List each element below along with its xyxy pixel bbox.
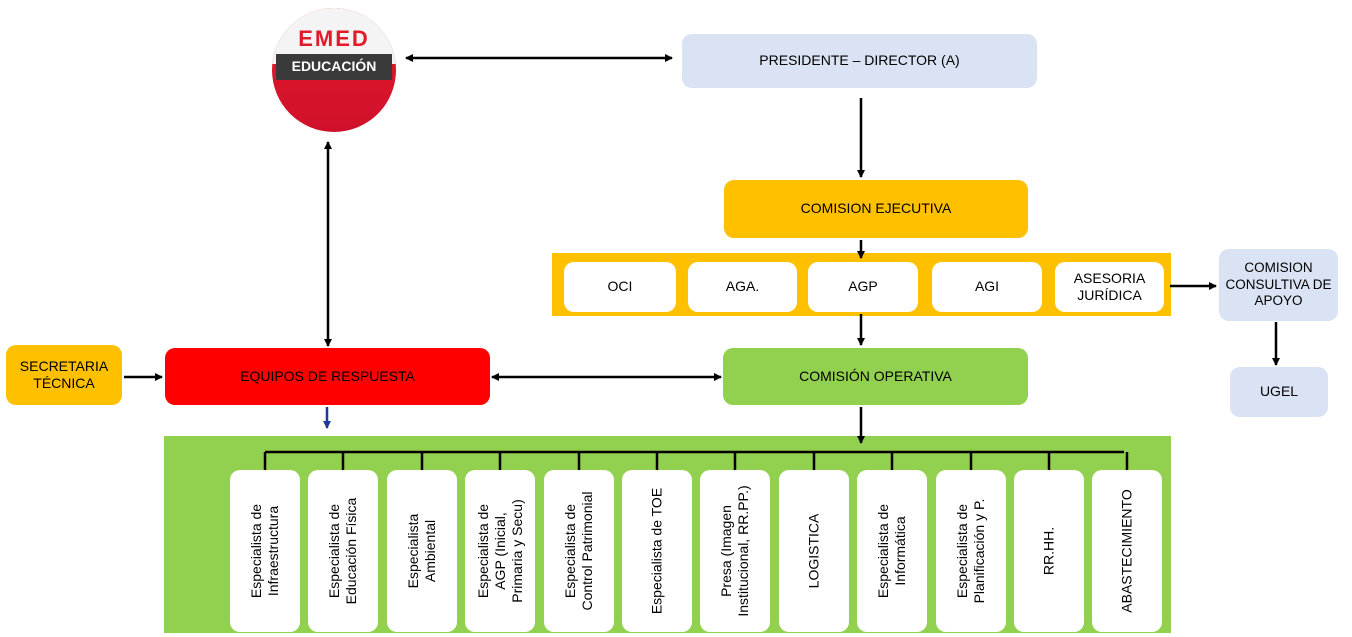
specialist-label: ABASTECIMIENTO — [1118, 489, 1135, 613]
agp-box: AGP — [808, 262, 918, 312]
specialist-label: Especialista Ambiental — [405, 513, 438, 589]
specialist-label: Especialista de AGP (Inicial, Primaria y… — [474, 499, 525, 603]
ugel-box: UGEL — [1230, 367, 1328, 417]
specialist-card: ABASTECIMIENTO — [1092, 470, 1162, 632]
specialist-card: Presa (Imagen Institucional, RR.PP.) — [700, 470, 770, 632]
presidente-box: PRESIDENTE – DIRECTOR (A) — [682, 34, 1037, 88]
specialist-label: LOGISTICA — [805, 513, 822, 589]
specialist-label: Especialista de TOE — [648, 487, 665, 615]
specialist-card: Especialista de Control Patrimonial — [544, 470, 614, 632]
comision-operativa-box: COMISIÓN OPERATIVA — [723, 348, 1028, 405]
specialist-card: Especialista de AGP (Inicial, Primaria y… — [465, 470, 535, 632]
specialist-card: LOGISTICA — [779, 470, 849, 632]
specialist-card: Especialista de Planificación y P. — [936, 470, 1006, 632]
specialist-card: Especialista de Educación Física — [308, 470, 378, 632]
specialist-card: RR.HH. — [1014, 470, 1084, 632]
specialist-label: Especialista de Control Patrimonial — [562, 491, 595, 611]
oci-box: OCI — [564, 262, 676, 312]
logo-subtitle: EDUCACIÓN — [291, 58, 377, 74]
specialist-label: Especialista de Educación Física — [326, 497, 359, 605]
emed-logo: EMED EDUCACIÓN — [272, 8, 396, 132]
specialist-card: Especialista de TOE — [622, 470, 692, 632]
equipos-respuesta-box: EQUIPOS DE RESPUESTA — [165, 348, 490, 405]
specialist-card: Especialista Ambiental — [387, 470, 457, 632]
specialist-card: Especialista de Informática — [857, 470, 927, 632]
specialist-label: Especialista de Informática — [875, 503, 908, 599]
aga-box: AGA. — [688, 262, 797, 312]
specialist-label: Especialista de Planificación y P. — [954, 498, 987, 604]
specialist-label: RR.HH. — [1040, 526, 1057, 576]
specialist-label: Presa (Imagen Institucional, RR.PP.) — [718, 485, 751, 617]
asesoria-juridica-box: ASESORIA JURÍDICA — [1055, 262, 1164, 312]
comision-ejecutiva-box: COMISION EJECUTIVA — [724, 180, 1028, 238]
specialist-label: Especialista de Infraestructura — [248, 503, 281, 599]
specialist-card: Especialista de Infraestructura — [230, 470, 300, 632]
comision-consultiva-box: COMISION CONSULTIVA DE APOYO — [1219, 249, 1338, 321]
agi-box: AGI — [932, 262, 1042, 312]
logo-brand: EMED — [298, 26, 370, 51]
secretaria-tecnica-box: SECRETARIA TÉCNICA — [6, 345, 122, 405]
